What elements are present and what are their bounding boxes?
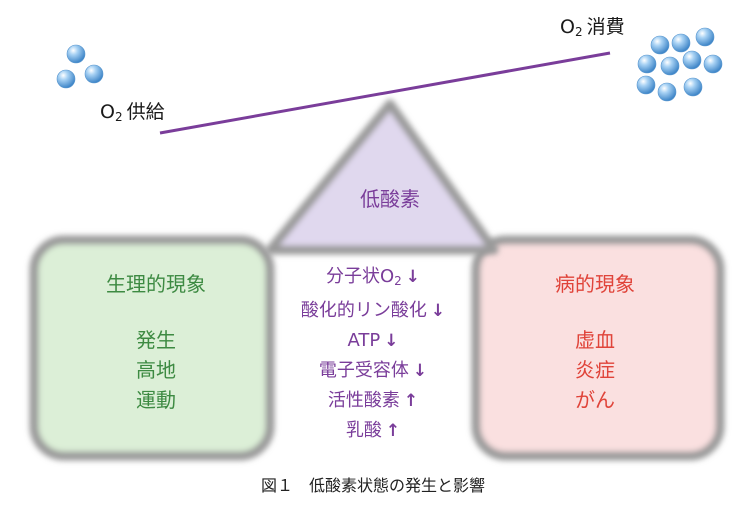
physiological-item: 運動 (136, 388, 176, 412)
hypoxia-effects-list: 分子状O2↓ 酸化的リン酸化↓ ATP↓ 電子受容体↓ 活性酸素↑ 乳酸↑ (270, 262, 476, 446)
arrow-down-icon: ↓ (412, 361, 428, 381)
oxygen-molecule-icon (657, 82, 677, 102)
pathological-item: 虚血 (575, 328, 615, 352)
effect-text: 分子状O (325, 266, 395, 287)
pathological-items: 虚血 炎症 がん (486, 325, 704, 415)
supply-o-subscript: 2 (114, 110, 123, 124)
oxygen-molecule-icon (703, 54, 723, 74)
arrow-down-icon: ↓ (430, 301, 446, 321)
pathological-box (471, 235, 725, 461)
supply-molecules (56, 44, 104, 89)
figure-caption: 図１ 低酸素状態の発生と影響 (260, 476, 485, 495)
oxygen-molecule-icon (650, 35, 670, 55)
physiological-box (29, 235, 275, 461)
consumption-text: 消費 (586, 16, 625, 38)
oxygen-molecule-icon (682, 50, 702, 70)
effect-text: ATP (347, 330, 381, 351)
effect-item: 乳酸↑ (270, 416, 476, 446)
pathological-title: 病的現象 (555, 272, 635, 296)
hypoxia-triangle (265, 99, 499, 255)
consumption-molecules (636, 27, 723, 102)
oxygen-molecule-icon (636, 75, 656, 95)
consume-o-subscript: 2 (574, 25, 583, 39)
oxygen-molecule-icon (695, 27, 715, 47)
physiological-items: 発生 高地 運動 (52, 325, 260, 415)
oxygen-molecule-icon (84, 64, 104, 84)
oxygen-molecule-icon (637, 54, 657, 74)
arrow-down-icon: ↓ (384, 331, 399, 351)
physiological-item: 高地 (136, 358, 176, 382)
arrow-up-icon: ↑ (385, 421, 401, 441)
effect-subscript: 2 (394, 274, 402, 288)
effect-item: ATP↓ (270, 326, 476, 356)
physiological-title: 生理的現象 (106, 272, 206, 296)
supply-o-symbol: O (100, 101, 115, 123)
effect-item: 活性酸素↑ (270, 386, 476, 416)
oxygen-molecule-icon (683, 77, 703, 97)
physiological-item: 発生 (136, 328, 176, 352)
hypoxia-label: 低酸素 (360, 187, 420, 211)
effect-text: 活性酸素 (327, 390, 400, 411)
oxygen-molecule-icon (56, 69, 76, 89)
pathological-item: がん (575, 388, 615, 412)
effect-item: 酸化的リン酸化↓ (270, 296, 476, 326)
pathological-item: 炎症 (575, 358, 615, 382)
effect-text: 酸化的リン酸化 (300, 300, 427, 321)
arrow-up-icon: ↑ (403, 391, 419, 411)
balance-line (159, 51, 611, 135)
oxygen-molecule-icon (66, 44, 86, 64)
oxygen-molecule-icon (660, 56, 680, 76)
effect-item: 電子受容体↓ (270, 356, 476, 386)
effect-text: 電子受容体 (318, 360, 409, 381)
arrow-down-icon: ↓ (405, 267, 421, 287)
consume-o-symbol: O (560, 16, 575, 38)
supply-text: 供給 (126, 101, 165, 123)
effect-item: 分子状O2↓ (270, 262, 476, 296)
effect-text: 乳酸 (345, 420, 382, 441)
oxygen-molecule-icon (671, 33, 691, 53)
